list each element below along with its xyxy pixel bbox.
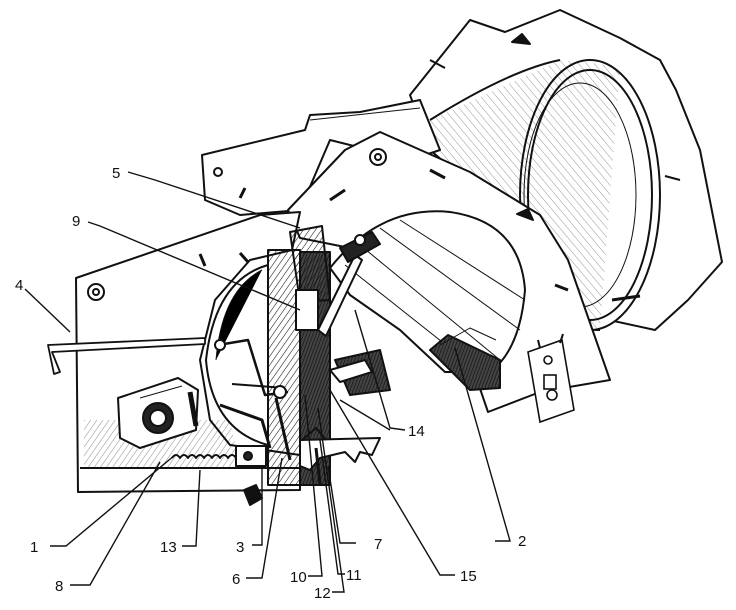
callout-14: 14 [408,423,425,440]
latch-plate [527,333,575,424]
callout-labels: 1 2 3 4 5 6 7 8 9 10 11 12 13 14 15 [15,165,526,602]
leader-lines [24,171,511,593]
callout-6: 6 [232,571,240,588]
callout-4: 4 [15,277,23,294]
callout-3: 3 [236,539,244,556]
front-cover-plate [287,131,611,413]
callout-12: 12 [314,585,331,602]
callout-2: 2 [518,533,526,550]
gear-box-section [47,211,501,506]
callout-5: 5 [112,165,120,182]
callout-7: 7 [374,536,382,553]
callout-9: 9 [72,213,80,230]
callout-15: 15 [460,568,477,585]
callout-8: 8 [55,578,63,595]
callout-1: 1 [30,539,38,556]
callout-13: 13 [160,539,177,556]
callout-11: 11 [346,567,362,584]
callout-10: 10 [290,569,307,586]
